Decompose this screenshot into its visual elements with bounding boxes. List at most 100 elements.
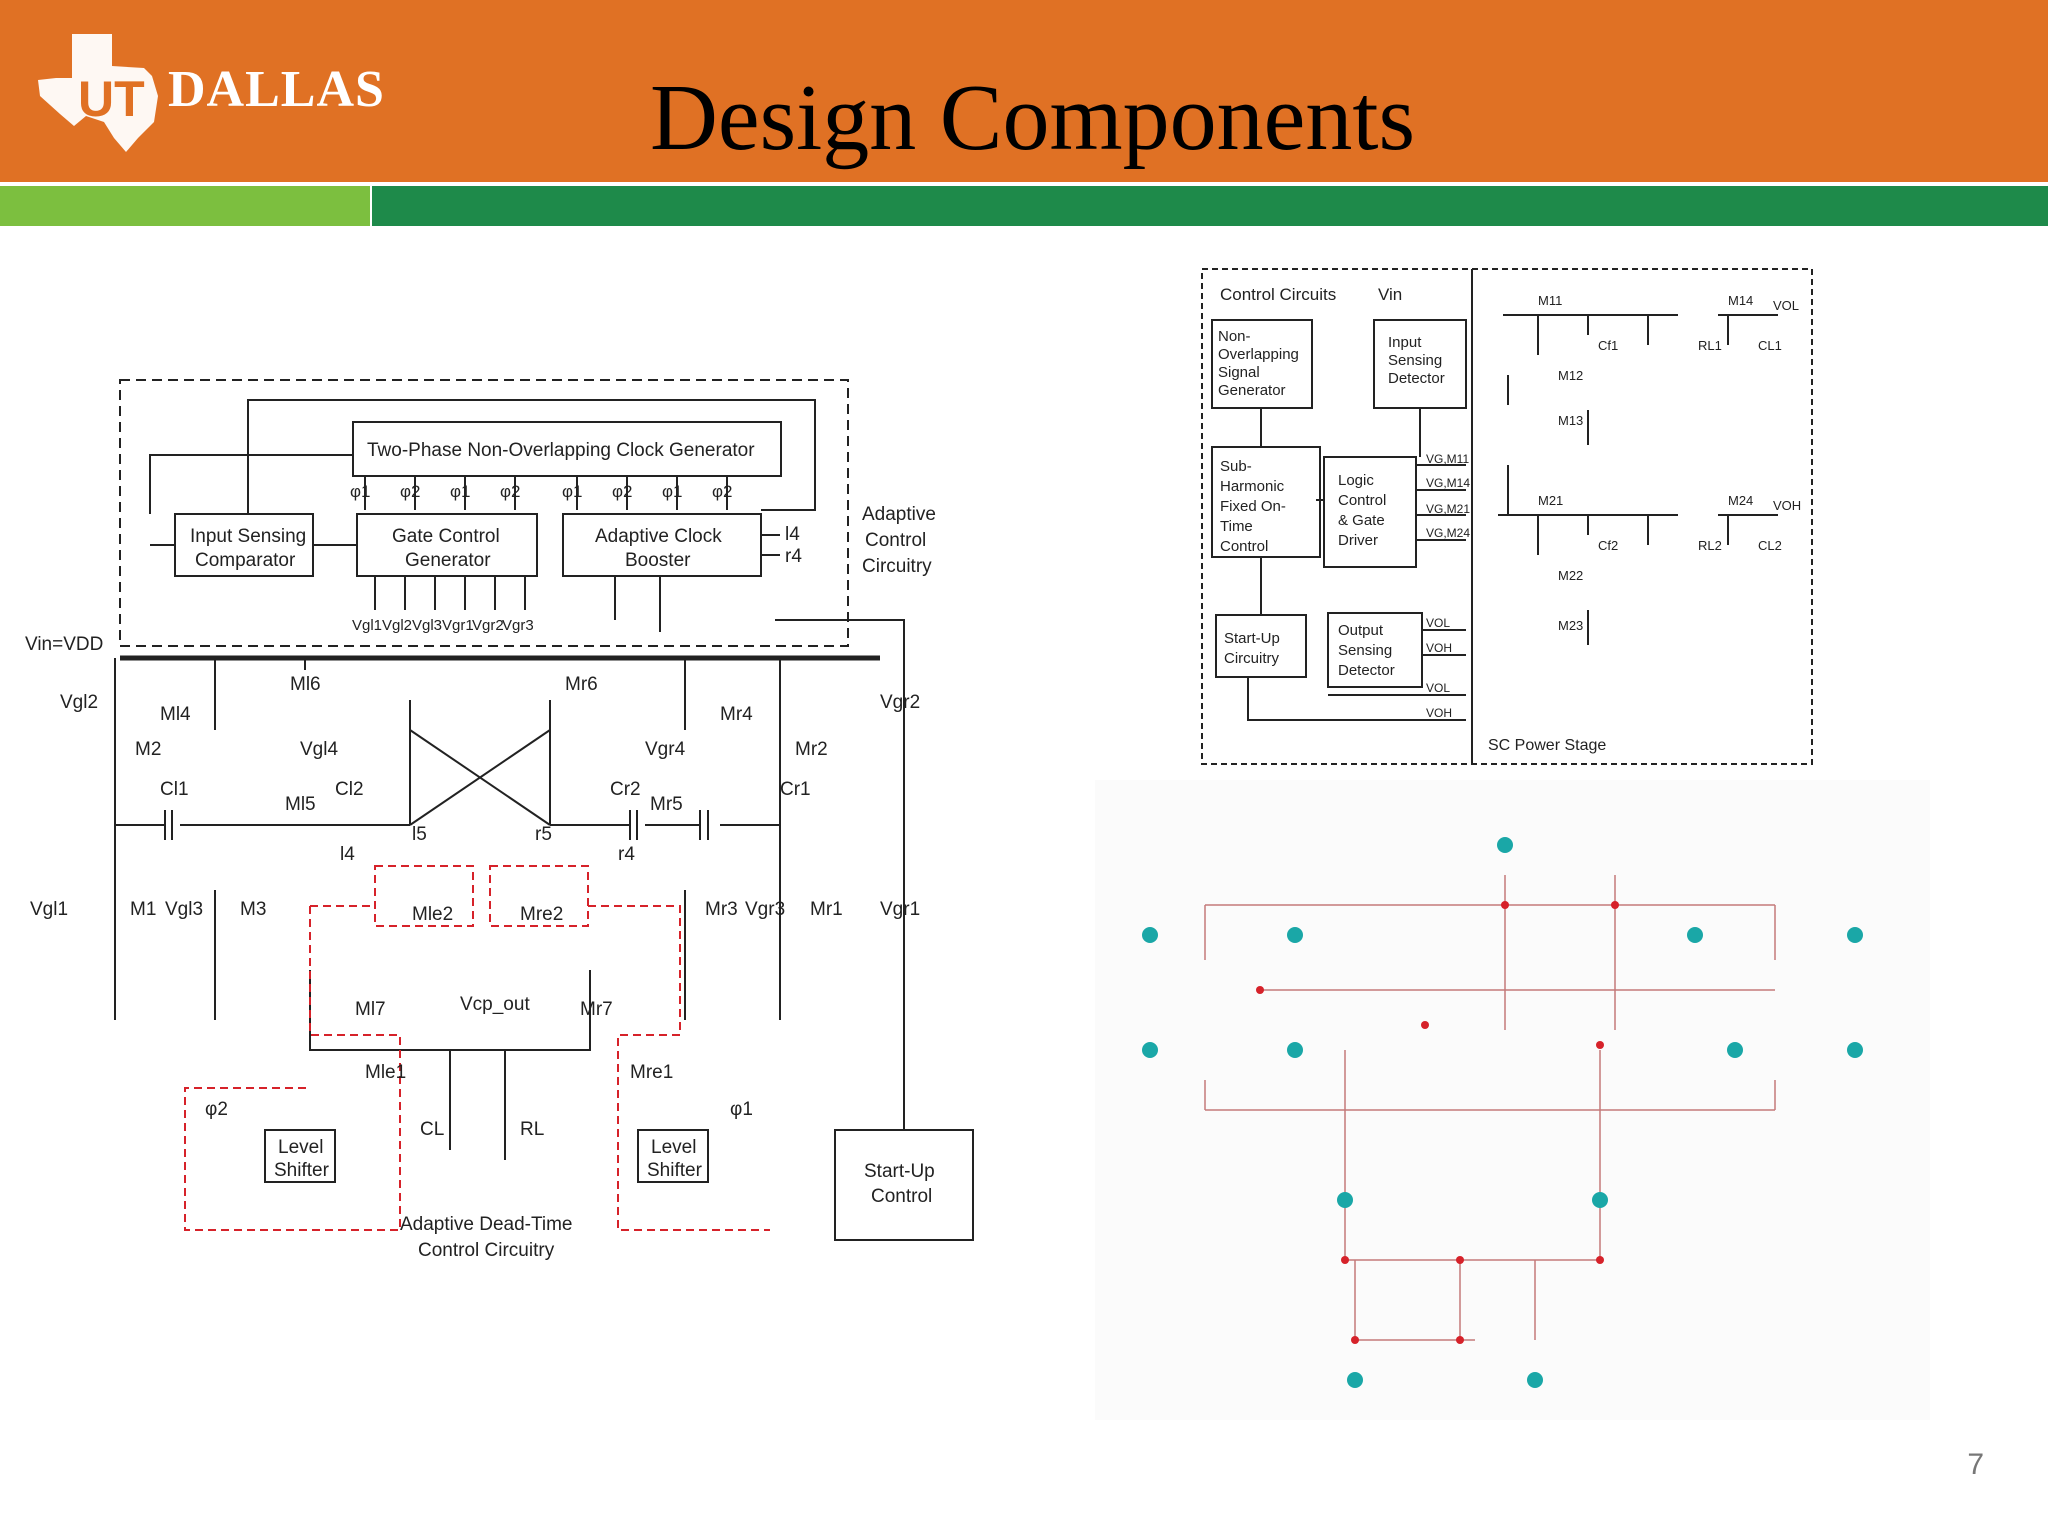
m1-label: M1 xyxy=(130,899,156,920)
schematic-junction xyxy=(1421,1021,1429,1029)
page-number: 7 xyxy=(1967,1448,1984,1481)
load-resistor-label: RL2 xyxy=(1698,538,1722,553)
level-shifter-right-label-2: Shifter xyxy=(647,1160,703,1181)
schematic-screenshot xyxy=(1095,780,1930,1420)
schematic-pin xyxy=(1592,1192,1608,1208)
input-sensing-label: Detector xyxy=(1388,370,1445,387)
adaptive-control-label-1: Adaptive xyxy=(862,504,936,525)
logic-control-label: & Gate xyxy=(1338,512,1385,529)
control-signal-label: VG,M14 xyxy=(1426,476,1470,490)
level-shifter-right-label-1: Level xyxy=(651,1137,696,1158)
vin-vdd-label: Vin=VDD xyxy=(25,634,103,655)
power-capacitor-label: CL1 xyxy=(1758,338,1782,353)
sub-harmonic-label: Fixed On- xyxy=(1220,498,1286,515)
clock-generator-block xyxy=(352,421,782,477)
texas-shape-icon: UT xyxy=(38,34,158,152)
power-stage-boundary xyxy=(1471,268,1813,765)
accent-bar-left xyxy=(0,186,370,226)
logic-control-label: Control xyxy=(1338,492,1386,509)
control-circuits-boundary xyxy=(1201,268,1473,765)
rl-label: RL xyxy=(520,1119,544,1140)
load-resistor-label: RL1 xyxy=(1698,338,1722,353)
vgr3-label: Vgr3 xyxy=(745,899,785,920)
dead-time-label-1: Adaptive Dead-Time xyxy=(400,1214,572,1235)
cl-label: CL xyxy=(420,1119,444,1140)
schematic-junction xyxy=(1341,1256,1349,1264)
logo-dallas-text: DALLAS xyxy=(168,61,385,118)
power-capacitor-label: Cf1 xyxy=(1598,338,1618,353)
startup-circuitry-label: Circuitry xyxy=(1224,650,1279,667)
mre1-label: Mre1 xyxy=(630,1062,673,1083)
r4-label: r4 xyxy=(785,546,802,567)
power-transistor-label: M22 xyxy=(1558,568,1583,583)
power-transistor-label: M11 xyxy=(1538,293,1562,308)
gate-output-label: Vgr1 xyxy=(442,617,474,634)
mr5-label: Mr5 xyxy=(650,794,683,815)
vgl2-label: Vgl2 xyxy=(60,692,98,713)
logic-control-label: Driver xyxy=(1338,532,1378,549)
gate-output-label: Vgr3 xyxy=(502,617,534,634)
vgl3-label: Vgl3 xyxy=(165,899,203,920)
schematic-junction xyxy=(1256,986,1264,994)
sub-harmonic-label: Control xyxy=(1220,538,1268,555)
schematic-pin xyxy=(1287,1042,1303,1058)
vgr2-label: Vgr2 xyxy=(880,692,920,713)
power-transistor-label: M14 xyxy=(1728,293,1753,308)
vgr4-label: Vgr4 xyxy=(645,739,686,760)
input-sensing-label-2: Comparator xyxy=(195,550,296,571)
clock-phase-label: φ2 xyxy=(500,482,520,501)
ml5-label: Ml5 xyxy=(285,794,316,815)
control-signal-label: VOH xyxy=(1426,706,1452,720)
m2-label: M2 xyxy=(135,739,161,760)
l4-node-label: l4 xyxy=(340,844,355,865)
vgl1-label: Vgl1 xyxy=(30,899,68,920)
control-signal-label: VOL xyxy=(1426,616,1450,630)
gate-output-label: Vgr2 xyxy=(472,617,504,634)
gate-output-label: Vgl3 xyxy=(412,617,442,634)
vgl4-label: Vgl4 xyxy=(300,739,338,760)
clock-phase-label: φ1 xyxy=(450,482,470,501)
output-label: VOH xyxy=(1773,498,1801,513)
cl2-label: Cl2 xyxy=(335,779,364,800)
mr4-label: Mr4 xyxy=(720,704,753,725)
power-transistor-label: M24 xyxy=(1728,493,1753,508)
power-capacitor-label: CL2 xyxy=(1758,538,1782,553)
clock-booster-block xyxy=(562,513,762,577)
level-shifter-left-label-2: Shifter xyxy=(274,1160,330,1181)
clock-phase-label: φ1 xyxy=(662,482,682,501)
gate-output-label: Vgl2 xyxy=(382,617,412,634)
schematic-pin xyxy=(1847,1042,1863,1058)
phi1-label: φ1 xyxy=(730,1099,753,1120)
vin-label: Vin xyxy=(1378,285,1402,304)
schematic-junction xyxy=(1456,1256,1464,1264)
control-signal-label: VOH xyxy=(1426,641,1452,655)
schematic-red-nodes xyxy=(1256,901,1619,1344)
slide-title: Design Components xyxy=(650,66,1416,170)
non-overlap-label: Overlapping xyxy=(1218,346,1299,363)
r4-node-label: r4 xyxy=(618,844,635,865)
clock-phase-label: φ1 xyxy=(562,482,582,501)
right-block-diagram: Control Circuits Vin SC Power Stage Non-… xyxy=(1201,268,1813,765)
schematic-pin xyxy=(1497,837,1513,853)
schematic-pin xyxy=(1727,1042,1743,1058)
mre2-label: Mre2 xyxy=(520,904,563,925)
non-overlap-label: Signal xyxy=(1218,364,1260,381)
ml7-label: Ml7 xyxy=(355,999,386,1020)
power-capacitor-label: Cf2 xyxy=(1598,538,1618,553)
schematic-pin xyxy=(1847,927,1863,943)
startup-circuitry-label: Start-Up xyxy=(1224,630,1280,647)
startup-control-block xyxy=(834,1129,974,1241)
mr1-label: Mr1 xyxy=(810,899,843,920)
schematic-pin xyxy=(1142,927,1158,943)
output-sensing-label: Detector xyxy=(1338,662,1395,679)
left-circuit-diagram: Two-Phase Non-Overlapping Clock Generato… xyxy=(25,379,974,1261)
control-signal-label: VG,M24 xyxy=(1426,526,1470,540)
adaptive-control-label-2: Control xyxy=(865,530,926,551)
output-sensing-label: Sensing xyxy=(1338,642,1392,659)
right-block-labels: Non-OverlappingSignalGeneratorInputSensi… xyxy=(1218,328,1445,679)
clock-phase-label: φ2 xyxy=(400,482,420,501)
m3-label: M3 xyxy=(240,899,266,920)
power-transistor-label: M23 xyxy=(1558,618,1583,633)
